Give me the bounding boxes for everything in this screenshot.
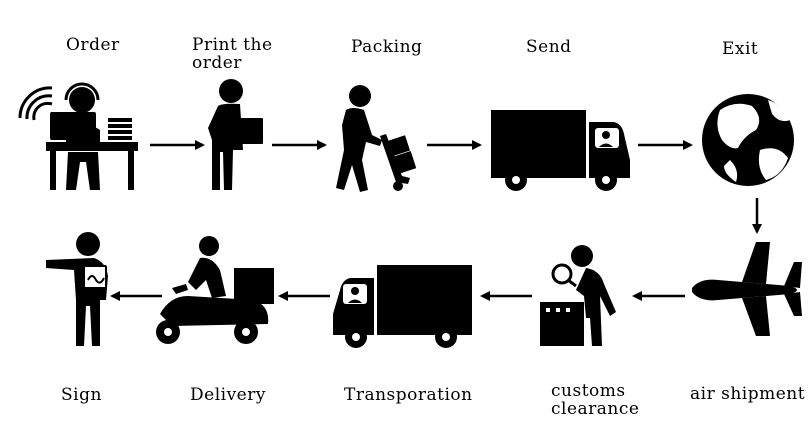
step-label-customs-clearance: customs clearance	[551, 381, 640, 419]
person-pushing-hand-truck-icon	[336, 85, 417, 192]
step-label-delivery: Delivery	[190, 385, 266, 405]
delivery-truck-icon	[333, 265, 472, 348]
step-label-exit: Exit	[722, 39, 759, 59]
person-carrying-box-icon	[208, 79, 263, 190]
step-label-air-shipment: air shipment	[690, 384, 806, 404]
step-label-packing: Packing	[351, 37, 423, 57]
step-label-sign: Sign	[61, 385, 102, 405]
person-signing-icon	[46, 232, 108, 346]
scooter-courier-icon	[156, 236, 274, 344]
globe-icon	[702, 94, 794, 186]
airplane-icon	[692, 242, 802, 336]
step-label-order: Order	[66, 35, 120, 55]
delivery-truck-icon	[491, 110, 630, 191]
step-label-print-the-order: Print the order	[192, 35, 273, 73]
step-label-transporation: Transporation	[344, 385, 473, 405]
call-center-operator-icon	[18, 82, 138, 190]
step-label-send: Send	[526, 37, 572, 57]
customs-inspector-icon	[540, 245, 616, 346]
